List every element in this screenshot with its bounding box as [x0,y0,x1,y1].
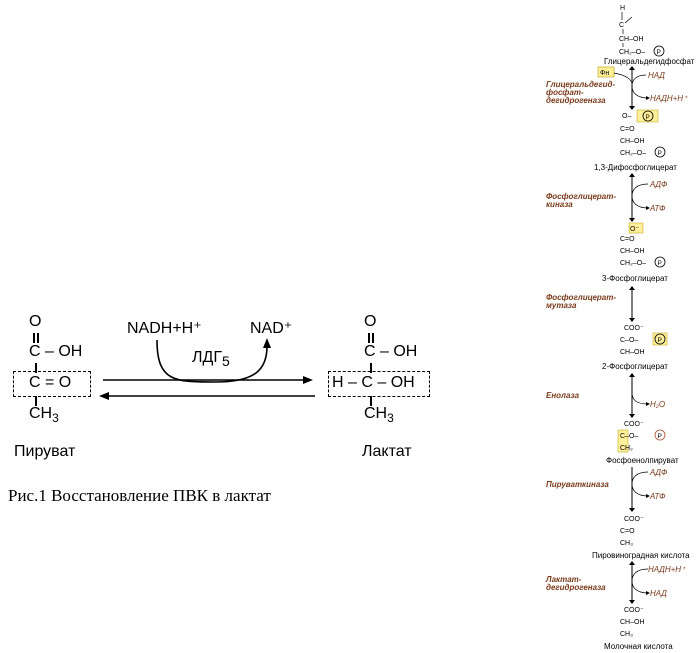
lactate-ch3: CH3 [364,405,394,426]
cofactor-curve [156,339,268,383]
pyruvate-bond-2 [35,396,37,406]
compound-2: 3-Фосфоглицерат [602,274,668,283]
forward-arrowhead [303,376,313,384]
compound-3: 2-Фосфоглицерат [602,362,668,371]
pyruvate-double-bond-1 [33,333,35,343]
cofactor-nad: NAD⁺ [250,320,293,337]
compound-structure-6: COO⁻ C=O CH₃ [620,516,644,547]
pyruvate-bond [35,363,37,373]
svg-text:P: P [658,150,662,157]
svg-text:COO⁻: COO⁻ [624,607,644,614]
svg-text:CH₂–O–: CH₂–O– [620,150,646,157]
pyruvate-oh: – OH [45,343,83,360]
svg-text:COO⁻: COO⁻ [624,421,644,428]
f-c-1: C [619,22,624,29]
compound-structure-5: COO⁻ C–O– P CH₂ [617,421,666,453]
cofactor-in-4: АДФ [649,468,668,477]
enzyme-0-line-1: фосфат- [546,88,584,97]
pyruvate-keto-group: C = O [29,374,72,391]
compound-1: 1,3-Дифосфоглицерат [594,163,677,172]
compound-structure-2: O– P C=O CH–OH CH₂–O– P [620,109,666,158]
svg-text:CH₂–O–: CH₂–O– [620,260,646,267]
svg-text:CH₃: CH₃ [620,631,633,638]
compound-structure-1: H C CH–OH CH₂–O– P [619,5,665,57]
svg-text:P: P [658,337,662,344]
svg-text:P: P [646,114,650,121]
cofactor-in-5: НАДН+Н⁺ [648,565,686,574]
svg-text:C–O–: C–O– [620,337,638,344]
lactate-oh: – OH [380,343,418,360]
pyruvate-c-carboxyl: C [29,343,41,360]
figure-caption: Рис.1 Восстановление ПВК в лактат [8,486,271,505]
enzyme-5-line-1: дегидрогеназа [546,583,606,592]
svg-text:P: P [658,260,662,267]
compound-0: Глицеральдегидфосфат [604,57,695,66]
enzyme-3-line-0: Енолаза [546,391,580,400]
lactate-bond-2 [370,396,372,406]
compound-structure-4: COO⁻ C–O– P CH–OH [620,325,668,356]
cofactor-out-0: НАДН+Н⁺ [650,94,688,103]
pyruvate-double-bond-2 [37,333,39,343]
highlight-fn [597,66,615,78]
compound-structure-7: COO⁻ CH–OH CH₃ [620,607,645,638]
svg-text:CH₂: CH₂ [620,445,633,452]
svg-text:C=O: C=O [620,236,635,243]
svg-text:C=O: C=O [620,126,635,133]
svg-text:C–O–: C–O– [620,433,638,440]
lactate-o: O [364,313,377,330]
svg-text:O–: O– [622,113,631,120]
cofactor-nadh: NADH+H⁺ [127,320,202,337]
cofactor-out-5: НАД [650,589,667,598]
reverse-arrowhead [99,392,109,400]
svg-text:COO⁻: COO⁻ [624,325,644,332]
lactate-c-carboxyl: C [364,343,376,360]
lactate-highlight-box [328,371,430,397]
lactate-double-bond-2 [372,333,374,343]
svg-text:C=O: C=O [620,528,635,535]
f-h-1: H [620,5,625,12]
svg-text:O⁻: O⁻ [630,226,639,233]
svg-text:CH–OH: CH–OH [620,349,645,356]
enzyme-2-line-1: мутаза [546,301,577,310]
phosphate-icon [653,45,665,57]
lactate-bond [370,363,372,373]
lactate-double-bond-1 [368,333,370,343]
enzyme-1-line-0: Фосфоглицерат- [546,192,616,201]
cofactor-in-0: НАД [648,71,665,80]
pyruvate-highlight-box [13,371,91,397]
compound-structure-3: O⁻ C=O CH–OH CH₂–O– P [620,222,666,268]
f-ch2op-1: CH₂–O– [619,49,645,56]
lactate-hydroxyl-group: H – C – OH [332,374,415,391]
pyruvate-o: O [29,313,42,330]
enzyme-5-line-0: Лактат- [545,575,582,584]
enzyme-4-line-0: Пируваткиназа [546,480,609,489]
svg-text:P: P [658,433,662,440]
enzyme-1-line-1: киназа [546,200,573,209]
compound-6: Молочная кислота [604,642,673,651]
enzyme-0-line-2: дегидрогеназа [546,96,606,105]
svg-text:CH₃: CH₃ [620,540,633,547]
cofactor-arrowhead [263,338,271,348]
enzyme-0-line-0: Глицеральдегид- [546,80,615,89]
cofactor-in-1: АДФ [649,180,668,189]
lactate-label: Лактат [362,443,412,460]
svg-text:CH–OH: CH–OH [620,619,645,626]
svg-text:COO⁻: COO⁻ [624,516,644,523]
cofactor-extra-0: Фн [600,70,609,77]
svg-text:CH–OH: CH–OH [620,138,645,145]
f-choh-1: CH–OH [619,36,644,43]
pyruvate-ch3: CH3 [29,405,59,426]
cofactor-out-4: АТФ [649,492,666,501]
cofactor-out-1: АТФ [649,204,666,213]
compound-4: Фосфоенолпируват [606,456,679,465]
pyruvate-label: Пируват [14,443,76,460]
enzyme-ldh: ЛДГ5 [192,349,230,370]
cofactor-out-3: H₂O [650,400,665,409]
compound-5: Пировиноградная кислота [592,551,690,560]
svg-text:CH–OH: CH–OH [620,248,645,255]
glycolysis-pathway: H C CH–OH CH₂–O– P Глицеральдегидфосфат … [545,5,695,651]
reaction-arrows [99,338,315,400]
enzyme-2-line-0: Фосфоглицерат- [546,293,616,302]
phosphate-letter: P [657,49,661,56]
